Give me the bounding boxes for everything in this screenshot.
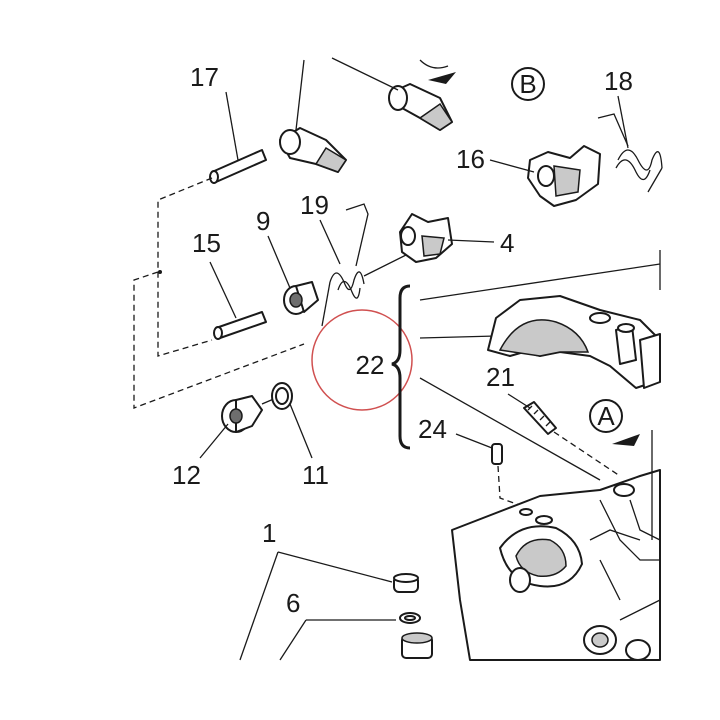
part-pin-17 bbox=[209, 149, 267, 184]
part-lever-b bbox=[388, 83, 454, 131]
leader-line-17 bbox=[225, 91, 239, 161]
leader-line-19 bbox=[319, 219, 341, 265]
label-11: 11 bbox=[302, 460, 329, 490]
leader-line-1 bbox=[277, 551, 393, 583]
part-lever-4 bbox=[399, 213, 453, 263]
label-19: 19 bbox=[300, 190, 329, 220]
label-21: 21 bbox=[486, 362, 515, 392]
view-b-circle bbox=[511, 67, 545, 101]
part-bearing-cap bbox=[487, 295, 661, 389]
part-valve-seat bbox=[401, 632, 433, 659]
part-dowel-24 bbox=[491, 443, 503, 465]
assembly-dashed-bracket-lower bbox=[133, 271, 305, 409]
leader-line-18 bbox=[617, 95, 629, 149]
part-pin-15 bbox=[213, 311, 267, 340]
leader-line-24 bbox=[455, 433, 493, 449]
part-spring-18 bbox=[597, 113, 663, 193]
leader-line-4 bbox=[447, 239, 495, 243]
label-9: 9 bbox=[256, 206, 270, 236]
part-cylinder-head bbox=[451, 430, 661, 661]
label-15: 15 bbox=[192, 228, 221, 258]
grouping-brace bbox=[391, 284, 411, 450]
leader-line-9 bbox=[267, 235, 291, 289]
part-lever-upper bbox=[279, 127, 348, 173]
label-12: 12 bbox=[172, 460, 201, 490]
partial-circle-top bbox=[419, 59, 449, 69]
bolt-21-dashed-path bbox=[553, 431, 621, 477]
dashed-junction-dot bbox=[158, 270, 162, 274]
arrow-left-icon bbox=[612, 434, 640, 446]
leader-line-22-mid bbox=[419, 335, 497, 339]
leader-line-16 bbox=[489, 159, 535, 173]
leader-line-11 bbox=[289, 403, 313, 459]
label-18: 18 bbox=[604, 66, 633, 96]
label-4: 4 bbox=[500, 228, 514, 258]
leader-line-1-down bbox=[239, 551, 279, 661]
leader-line-upper bbox=[295, 59, 305, 131]
part-seal-11 bbox=[271, 382, 293, 410]
part-ring-6 bbox=[399, 612, 421, 624]
part-bush-9 bbox=[283, 281, 319, 315]
leader-line-15 bbox=[209, 261, 237, 319]
leader-line-22-top bbox=[419, 263, 661, 301]
part-lever-16 bbox=[527, 145, 601, 207]
arrow-right-icon bbox=[428, 72, 456, 84]
view-a-circle bbox=[589, 399, 623, 433]
label-6: 6 bbox=[286, 588, 300, 618]
assembly-dashed-bracket-upper bbox=[157, 177, 213, 357]
part-spring-19 bbox=[321, 203, 409, 327]
leader-line-22-bottom bbox=[419, 377, 601, 481]
part-plug-12 bbox=[221, 395, 263, 433]
view-a-label: A bbox=[597, 401, 615, 431]
part-cap-1 bbox=[393, 573, 419, 593]
leader-line-21 bbox=[507, 393, 531, 409]
highlight-circle bbox=[311, 309, 413, 411]
leader-line-b bbox=[331, 57, 399, 91]
view-b-label: B bbox=[519, 69, 536, 99]
leader-line-12 bbox=[199, 423, 229, 459]
label-24: 24 bbox=[418, 414, 447, 444]
label-17: 17 bbox=[190, 62, 219, 92]
label-22: 22 bbox=[356, 350, 385, 380]
leader-line-6-down bbox=[279, 619, 307, 661]
label-16: 16 bbox=[456, 144, 485, 174]
label-1: 1 bbox=[262, 518, 276, 548]
dowel-24-dashed-path bbox=[497, 465, 523, 507]
